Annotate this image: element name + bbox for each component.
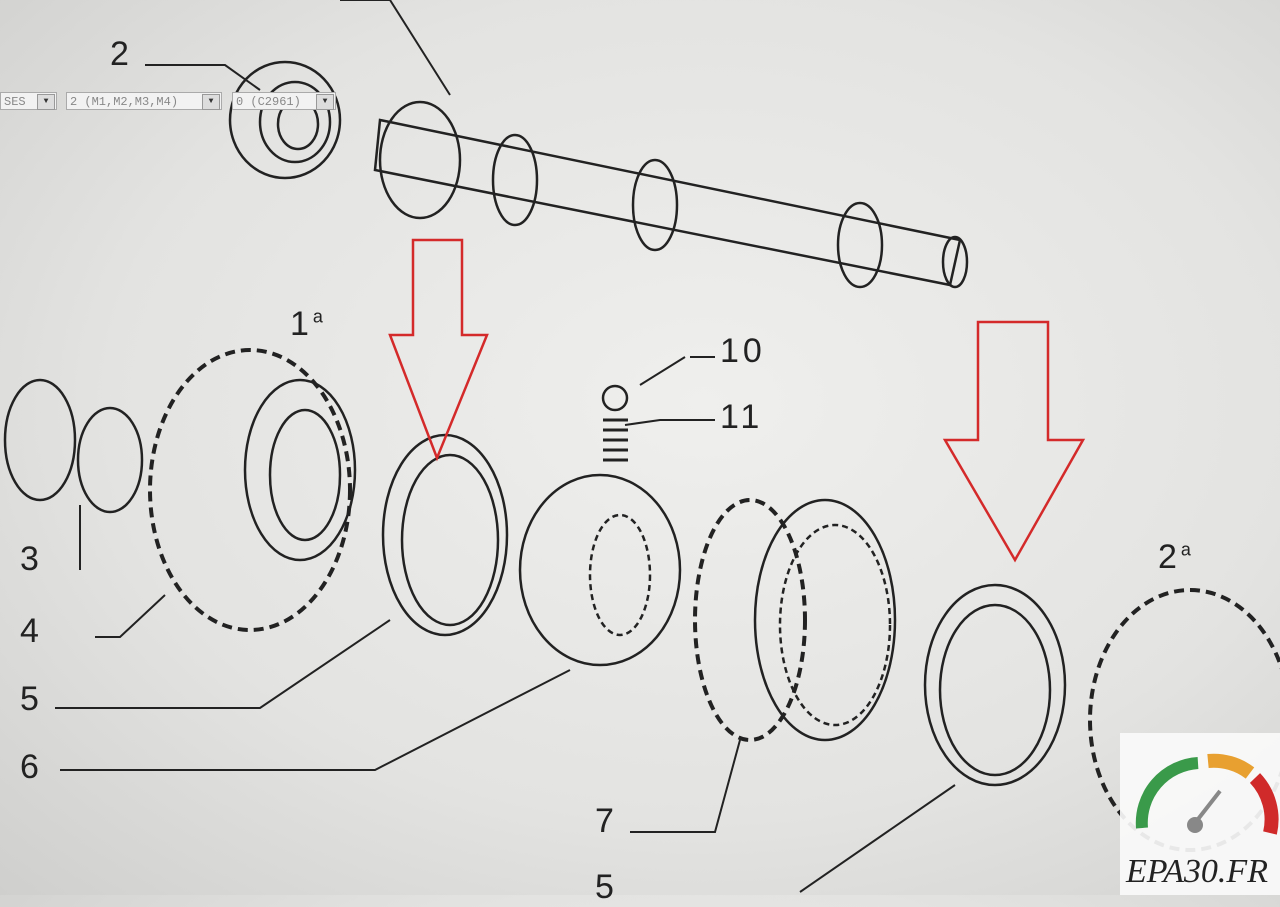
sliding-sleeve-part-7 (693, 498, 897, 742)
needle-bearing-part-3 (3, 378, 144, 514)
callout-5: 5 (20, 680, 43, 718)
spring-part-11 (603, 418, 628, 462)
callout-3: 3 (20, 540, 43, 578)
callout-10: 10 (720, 332, 766, 370)
epa30-logo: EPA30.FR (1120, 733, 1280, 895)
select-model[interactable]: 2 (M1,M2,M3,M4)▼ (66, 92, 222, 110)
speedometer-icon (1135, 753, 1279, 835)
detent-ball-part-10 (601, 384, 629, 412)
red-arrows (388, 238, 1086, 563)
callout-4: 4 (20, 612, 43, 650)
synchro-ring-part-5 (381, 433, 509, 637)
callout-2nd-gear: 2a (1158, 538, 1191, 576)
callout-2: 2 (110, 35, 133, 73)
chevron-down-icon[interactable]: ▼ (316, 94, 334, 110)
main-shaft (373, 100, 969, 289)
callout-7: 7 (595, 802, 618, 840)
arrow-down-right (942, 320, 1086, 563)
logo-text: EPA30.FR (1126, 853, 1268, 890)
select-series[interactable]: SES▼ (0, 92, 57, 110)
chevron-down-icon[interactable]: ▼ (37, 94, 55, 110)
synchro-hub-part-6 (518, 473, 682, 667)
callout-1st-gear: 1a (290, 305, 323, 343)
synchro-ring-part-5-second (923, 583, 1067, 787)
arrow-down-left (388, 238, 489, 462)
select-code[interactable]: 0 (C2961)▼ (232, 92, 336, 110)
callout-5-second: 5 (595, 868, 618, 906)
bearing-part-2 (228, 60, 342, 180)
chevron-down-icon[interactable]: ▼ (202, 94, 220, 110)
gear-1st-part-4 (148, 348, 352, 632)
callout-11: 11 (720, 398, 764, 436)
callout-6: 6 (20, 748, 43, 786)
